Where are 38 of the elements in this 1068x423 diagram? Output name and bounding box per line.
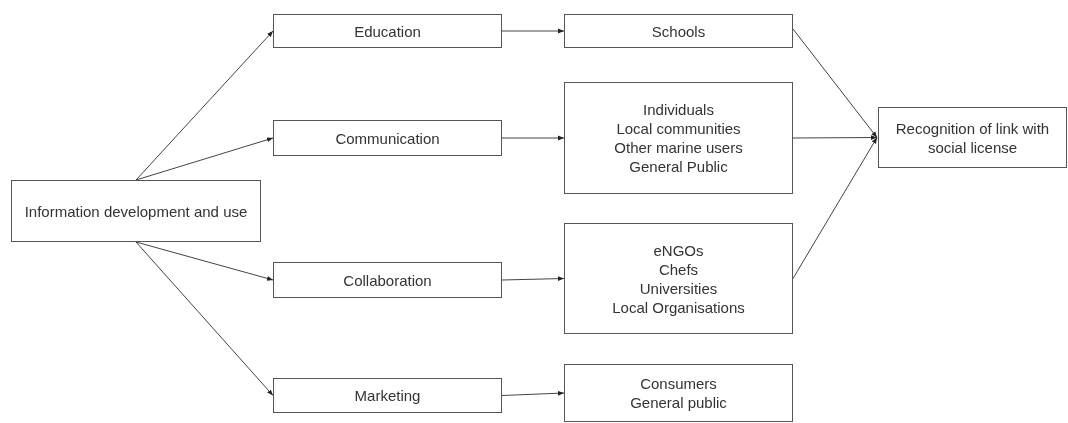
arrow <box>135 241 274 396</box>
process-box <box>273 378 502 413</box>
arrow <box>135 30 274 181</box>
box-text: Chefs <box>658 259 699 279</box>
arrow <box>135 137 274 181</box>
box-text: Local communities <box>616 119 741 138</box>
arrow <box>501 276 565 282</box>
process-box <box>564 223 793 334</box>
box-text: Recognition of link with social license <box>894 118 1051 157</box>
box-text: Other marine users <box>614 138 743 157</box>
arrow <box>792 135 878 140</box>
process-box <box>564 14 793 48</box>
arrow <box>501 28 565 34</box>
process-box <box>273 262 502 298</box>
box-text: Education <box>354 21 421 41</box>
box-text: Local Organisations <box>612 297 745 317</box>
process-box <box>273 120 502 156</box>
box-text: General Public <box>629 157 728 176</box>
arrow <box>135 241 274 281</box>
box-text: Communication <box>335 128 440 148</box>
box-text: Schools <box>651 21 706 41</box>
box-text: Individuals <box>643 100 714 119</box>
box-text: Consumers <box>640 374 717 393</box>
box-text: Universities <box>639 278 718 298</box>
process-box <box>878 107 1067 168</box>
arrow <box>501 135 565 141</box>
box-text: Information development and use <box>24 201 248 221</box>
arrow <box>501 390 565 396</box>
box-text: Marketing <box>354 386 421 405</box>
box-text: eNGOs <box>653 240 704 260</box>
process-box <box>564 364 793 422</box>
arrow <box>792 28 878 138</box>
box-text: General public <box>630 393 727 412</box>
box-text: Collaboration <box>343 270 432 290</box>
arrow <box>792 137 878 279</box>
process-box <box>11 180 261 242</box>
process-box <box>273 14 502 48</box>
process-box <box>564 82 793 194</box>
